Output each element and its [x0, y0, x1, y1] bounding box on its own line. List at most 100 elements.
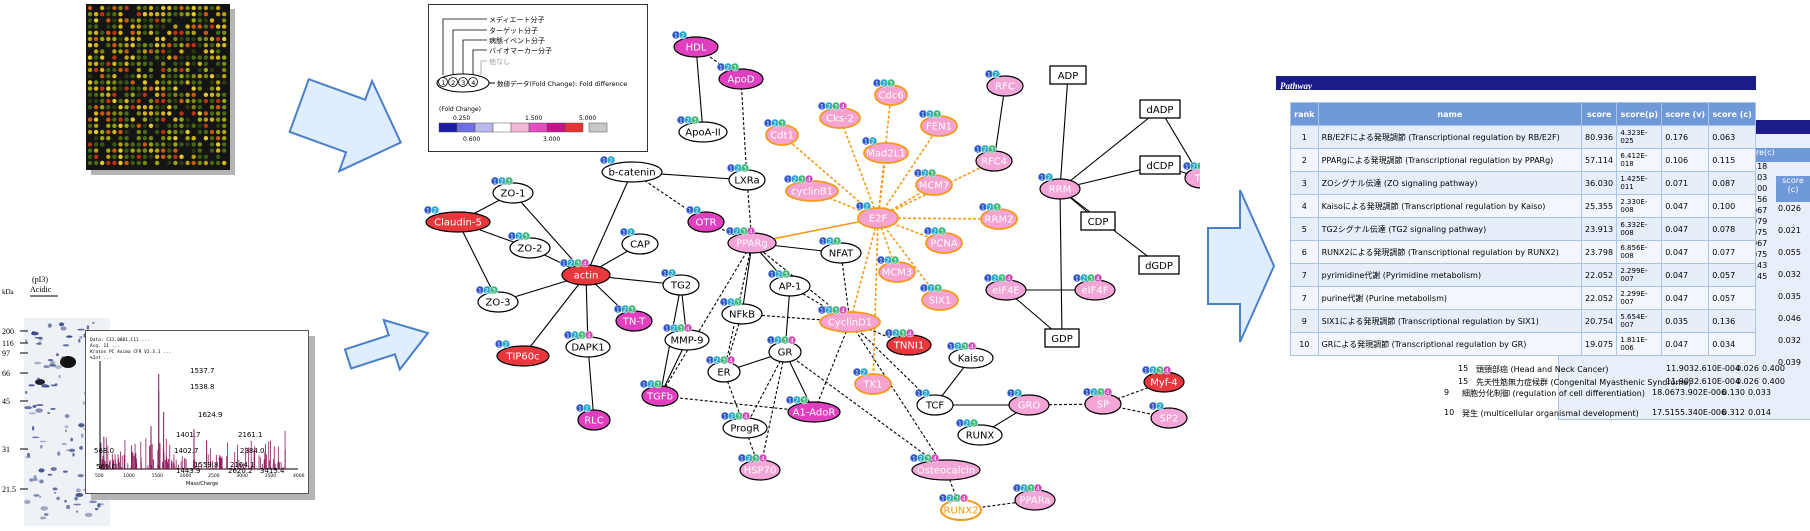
node-zo-2	[509, 237, 551, 259]
node-label: HDL	[686, 43, 707, 54]
array-spot	[154, 92, 160, 98]
array-spot	[87, 55, 93, 60]
node-badge-label: 2	[735, 229, 739, 236]
node-badge-label: 2	[924, 391, 928, 398]
array-spot	[87, 30, 93, 35]
array-spot	[185, 74, 190, 79]
array-spot	[154, 154, 160, 159]
node-badge-label: 2	[923, 171, 927, 178]
array-spot	[203, 74, 209, 79]
array-spot	[136, 74, 141, 79]
array-spot	[209, 148, 215, 153]
array-spot	[100, 92, 105, 98]
node-badge-label: 1	[922, 286, 926, 293]
array-spot	[215, 117, 221, 122]
gel-spot	[32, 436, 40, 439]
node-badge-label: 2	[827, 308, 831, 315]
spectrum-header-line: Kratos PC Axima CFR V2.3.1 ...	[90, 349, 171, 355]
array-spot	[222, 123, 227, 128]
array-spot	[106, 160, 111, 166]
array-spot	[209, 5, 215, 11]
node-badge-icon	[959, 493, 969, 503]
array-spot	[154, 43, 160, 48]
array-spot	[167, 30, 172, 35]
node-badge-label: 4	[587, 333, 591, 340]
array-spot	[154, 123, 160, 128]
table-title: Pathway	[1280, 81, 1313, 91]
node-badge-label: 2	[747, 456, 751, 463]
table-cell: 6	[1290, 240, 1319, 264]
back-sheet-cell: 0.032	[1778, 336, 1801, 345]
array-spot	[222, 136, 227, 141]
node-badge-icon	[967, 341, 977, 351]
node-badge-label: 1	[723, 414, 727, 421]
table-cell: 5.654E-007	[1616, 309, 1663, 333]
node-badge-label: 2	[871, 139, 875, 146]
array-spot	[87, 160, 93, 166]
array-spot	[154, 117, 160, 122]
node-badge-label: 1	[493, 179, 497, 186]
node-badge-label: 1	[1040, 175, 1044, 182]
array-spot	[191, 111, 196, 116]
node-badge-label: 1	[497, 342, 501, 349]
back-row-cell: 先天性筋無力症候群 (Congenital Myasthenic Syndrom…	[1476, 378, 1692, 387]
node-badge-label: 1	[858, 204, 862, 211]
array-spot	[87, 105, 93, 110]
gel-spot	[54, 365, 62, 369]
array-spot	[209, 142, 215, 147]
array-spot	[197, 129, 202, 135]
node-badge-icon	[678, 30, 688, 40]
array-spot	[191, 123, 196, 128]
node-label: NFAT	[829, 249, 854, 260]
array-spot	[124, 61, 129, 66]
spectrum-peak-label: 2164.1	[230, 461, 255, 469]
array-spot	[100, 142, 105, 147]
array-spot	[136, 30, 141, 35]
array-spot	[87, 5, 93, 11]
node-badge-icon	[804, 174, 814, 184]
array-spot	[118, 154, 123, 159]
array-spot	[209, 86, 215, 91]
array-spot	[191, 86, 196, 91]
array-spot	[112, 74, 117, 79]
array-spot	[161, 129, 166, 135]
node-badge-label: 2	[736, 166, 740, 173]
array-spot	[93, 136, 99, 141]
array-spot	[142, 136, 148, 141]
gel-spot	[50, 408, 56, 410]
array-spot	[93, 105, 99, 110]
array-spot	[142, 142, 148, 147]
array-spot	[87, 98, 93, 104]
node-label: ZO-1	[501, 189, 526, 200]
gel-spot	[33, 478, 38, 482]
back-row-cell: 0.312	[1722, 408, 1745, 417]
array-spot	[136, 36, 141, 42]
gel-spot	[74, 496, 78, 501]
array-spot	[130, 105, 135, 110]
array-spot	[112, 30, 117, 35]
spectrum-peak-label: 1537.7	[190, 367, 215, 375]
node-badge-label: 1	[679, 118, 683, 125]
node-badge-icon	[730, 62, 740, 72]
array-spot	[118, 43, 123, 48]
node-label: dGDP	[1145, 261, 1173, 272]
array-spot	[136, 123, 141, 128]
node-badge-label: 3	[802, 398, 806, 405]
array-spot	[106, 92, 111, 98]
array-spot	[222, 30, 227, 35]
array-spot	[130, 86, 135, 91]
node-cap	[621, 233, 659, 255]
array-spot	[203, 36, 209, 42]
array-spot	[185, 80, 190, 85]
array-spot	[161, 49, 166, 54]
gel-spot	[66, 335, 73, 338]
node-gro	[1008, 394, 1050, 416]
array-spot	[167, 136, 172, 141]
node-badge-icon	[733, 297, 743, 307]
array-spot	[215, 129, 221, 135]
array-spot	[93, 18, 99, 23]
array-spot	[148, 18, 154, 23]
node-label: TK1	[862, 380, 882, 391]
array-spot	[173, 36, 178, 42]
table-cell: 1	[1290, 125, 1319, 149]
